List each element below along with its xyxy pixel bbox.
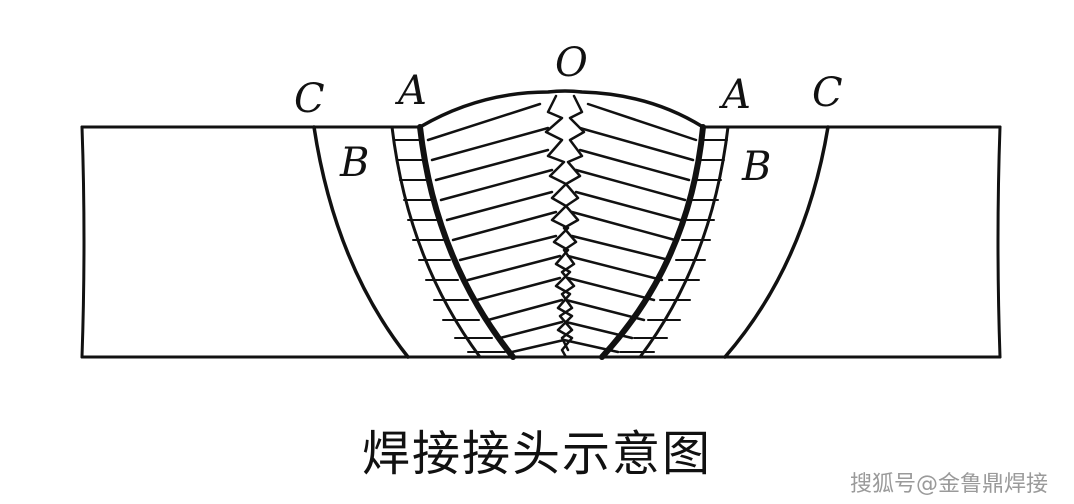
haz-boundary-left [312, 125, 410, 359]
label-c-left: C [294, 76, 325, 122]
label-o-top: O [555, 40, 588, 86]
label-b-right: B [741, 144, 771, 190]
diagram-caption: 焊接接头示意图 [361, 426, 712, 482]
label-b-left: B [339, 140, 369, 186]
columnar-grains-right [562, 102, 698, 354]
weld-centerline-2 [558, 94, 586, 352]
label-c-right: C [812, 70, 843, 116]
fusion-hatch-left [393, 139, 506, 353]
fusion-outer-right [638, 125, 730, 359]
label-a-right: A [718, 72, 751, 118]
fusion-line-left [417, 124, 516, 360]
weld-cap [418, 89, 705, 129]
plate-right-edge [996, 125, 1002, 359]
watermark: 搜狐号@金鲁鼎焊接 [849, 472, 1048, 497]
weld-centerline [544, 94, 574, 359]
haz-boundary-right [723, 125, 830, 359]
fusion-hatch-right [619, 139, 728, 353]
plate-left-edge [80, 125, 86, 359]
columnar-grains-left [426, 102, 566, 354]
fusion-outer-left [390, 125, 482, 359]
label-a-left: A [394, 68, 427, 114]
